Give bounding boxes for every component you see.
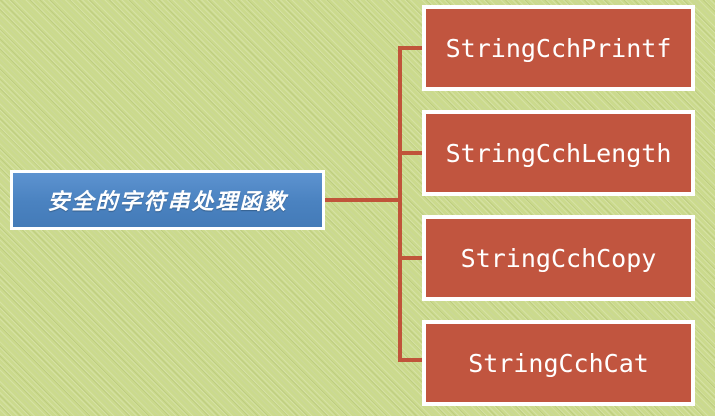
leaf-node-label: StringCchPrintf — [445, 33, 672, 63]
leaf-node-string-cch-printf[interactable]: StringCchPrintf — [422, 5, 695, 91]
connector-branch-3 — [398, 256, 424, 260]
connector-root-stem — [325, 198, 402, 202]
connector-branch-4 — [398, 358, 424, 362]
root-node[interactable]: 安全的字符串处理函数 — [10, 170, 325, 230]
connector-branch-1 — [398, 46, 424, 50]
leaf-node-label: StringCchCopy — [460, 243, 657, 273]
leaf-node-string-cch-copy[interactable]: StringCchCopy — [422, 215, 695, 301]
leaf-node-string-cch-cat[interactable]: StringCchCat — [422, 320, 695, 406]
leaf-node-string-cch-length[interactable]: StringCchLength — [422, 110, 695, 196]
leaf-node-label: StringCchCat — [468, 348, 649, 378]
connector-branch-2 — [398, 151, 424, 155]
connector-trunk — [398, 46, 402, 362]
leaf-node-label: StringCchLength — [445, 138, 672, 168]
root-node-label: 安全的字符串处理函数 — [47, 189, 288, 215]
